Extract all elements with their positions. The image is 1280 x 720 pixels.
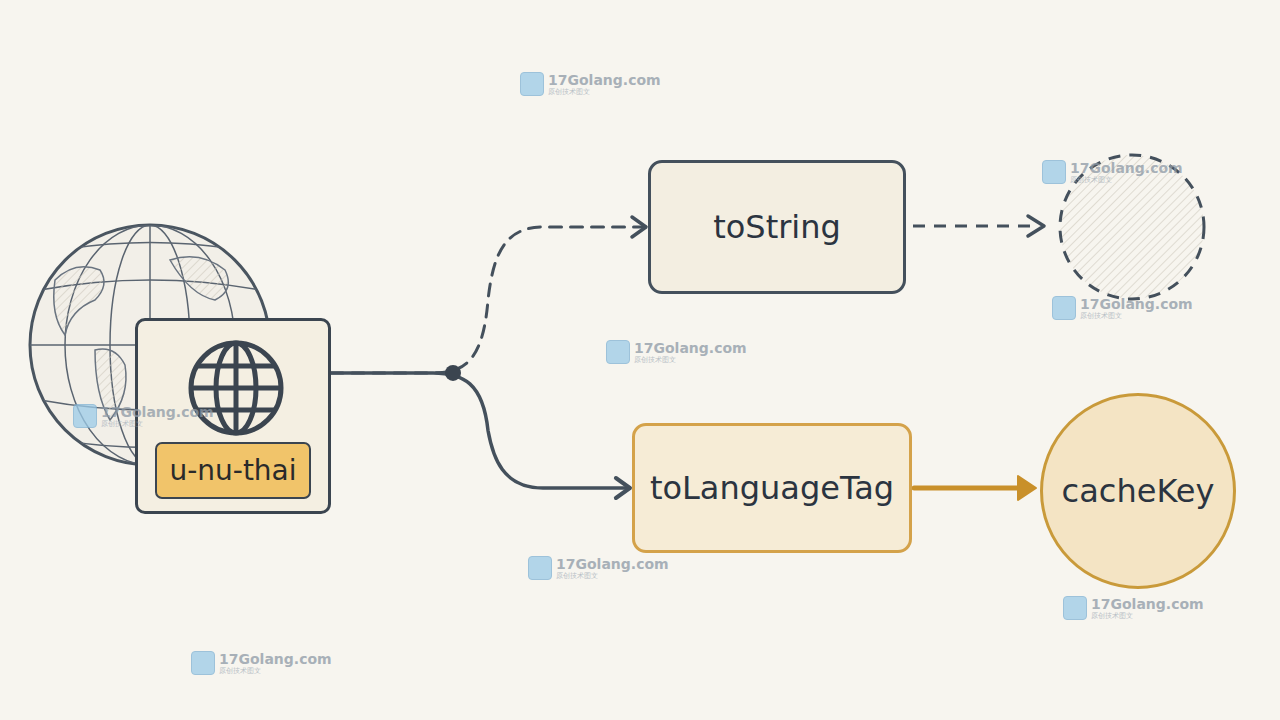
watermark-logo [191, 651, 215, 675]
watermark: 17Golang.com 原创技术图文 [606, 340, 747, 364]
watermark-logo [1063, 596, 1087, 620]
dashed-arrow [913, 216, 1044, 236]
process-box: toString [648, 160, 906, 294]
watermark-text: 17Golang.com [1091, 597, 1204, 611]
watermark: 17Golang.com 原创技术图文 [520, 72, 661, 96]
watermark-text: 17Golang.com [556, 557, 669, 571]
watermark-subtext: 原创技术图文 [1091, 613, 1204, 620]
watermark-logo [1042, 160, 1066, 184]
watermark: 17Golang.com 原创技术图文 [73, 404, 214, 428]
node-label: toLanguageTag [650, 469, 894, 507]
watermark-subtext: 原创技术图文 [634, 357, 747, 364]
watermark-logo [528, 556, 552, 580]
empty-result-circle [1060, 155, 1204, 299]
watermark-subtext: 原创技术图文 [556, 573, 669, 580]
watermark-subtext: 原创技术图文 [1080, 313, 1193, 320]
watermark-text: 17Golang.com [101, 405, 214, 419]
connector [331, 373, 630, 498]
watermark: 17Golang.com 原创技术图文 [1052, 296, 1193, 320]
watermark-subtext: 原创技术图文 [1070, 177, 1183, 184]
connector [914, 476, 1036, 500]
watermark-text: 17Golang.com [219, 652, 332, 666]
junction-dot [445, 365, 461, 381]
watermark-logo [1052, 296, 1076, 320]
watermark: 17Golang.com 原创技术图文 [1042, 160, 1183, 184]
globe-icon [186, 338, 286, 438]
node-label: u-nu-thai [155, 442, 310, 499]
connector [331, 217, 646, 373]
watermark-logo [606, 340, 630, 364]
watermark-text: 17Golang.com [548, 73, 661, 87]
watermark-text: 17Golang.com [1080, 297, 1193, 311]
watermark-logo [73, 404, 97, 428]
watermark: 17Golang.com 原创技术图文 [528, 556, 669, 580]
watermark-subtext: 原创技术图文 [219, 668, 332, 675]
watermark-logo [520, 72, 544, 96]
watermark: 17Golang.com 原创技术图文 [1063, 596, 1204, 620]
result-circle: cacheKey [1040, 393, 1236, 589]
watermark-subtext: 原创技术图文 [101, 421, 214, 428]
node-label: cacheKey [1062, 472, 1215, 510]
node-label: toString [713, 208, 841, 246]
watermark-text: 17Golang.com [1070, 161, 1183, 175]
process-box: toLanguageTag [632, 423, 912, 553]
watermark-text: 17Golang.com [634, 341, 747, 355]
watermark-subtext: 原创技术图文 [548, 89, 661, 96]
watermark: 17Golang.com 原创技术图文 [191, 651, 332, 675]
